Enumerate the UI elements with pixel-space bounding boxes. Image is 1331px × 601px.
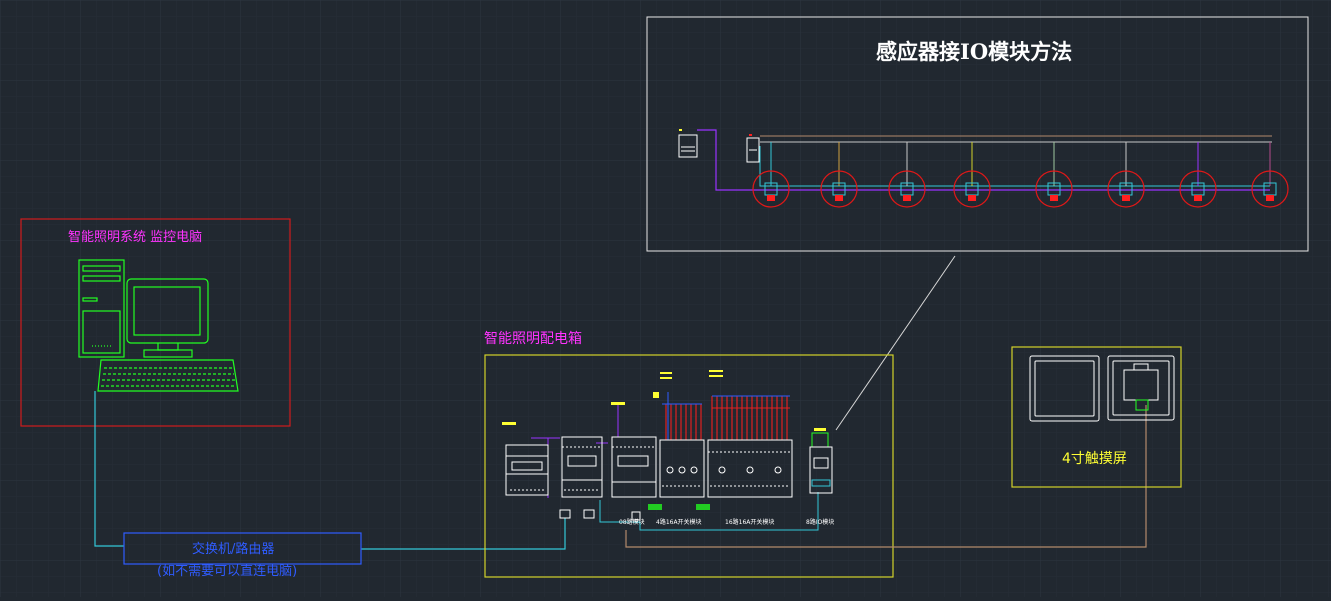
occupancy-sensor-icon: [1179, 142, 1217, 208]
sensor-panel-title: 感应器接IO模块方法: [876, 39, 1073, 64]
touch-panel-back-icon: [1107, 355, 1175, 421]
occupancy-sensor-icon: [1251, 142, 1289, 208]
occupancy-sensor-icon: [953, 142, 991, 208]
din-rail-module-icon-4: [648, 372, 705, 510]
switch-label: 交换机/路由器: [192, 542, 275, 557]
sensor-detail-panel: [646, 16, 1309, 431]
monitor-pc-frame: [20, 218, 291, 427]
din-rail-module-icon-2: [559, 436, 603, 519]
monitor-pc-label: 智能照明系统 监控电脑: [68, 230, 203, 245]
io-module-icon-2: [746, 134, 760, 163]
touch-screen-frame: [1011, 346, 1182, 488]
sensor-panel-frame: [646, 16, 1309, 252]
io-module-icon: [678, 129, 698, 158]
occupancy-sensor-icon: [752, 142, 790, 208]
switch-note: (如不需要可以直连电脑): [157, 564, 298, 579]
module-label-dimming: 08路模块: [619, 519, 645, 526]
touch-screen-label: 4寸触摸屏: [1062, 451, 1127, 467]
din-rail-module-icon-5: [696, 370, 793, 510]
touch-screen-group: [1011, 346, 1182, 488]
din-rail-module-icon-6: [809, 428, 833, 494]
distribution-box-group: [484, 354, 1147, 578]
occupancy-sensor-icon: [820, 142, 858, 208]
switch-router-box: [123, 532, 362, 565]
occupancy-sensor-icon: [888, 142, 926, 208]
occupancy-sensor-icon: [1035, 142, 1073, 208]
module-label-relay4: 4路16A开关模块: [656, 519, 702, 526]
din-rail-module-icon-3: [611, 402, 657, 521]
din-rail-module-icon: [502, 422, 549, 496]
occupancy-sensor-icon: [1107, 142, 1145, 208]
distribution-box-frame: [484, 354, 894, 578]
network-cabling: [94, 391, 566, 565]
sensor-row: [752, 142, 1289, 208]
distribution-box-label: 智能照明配电箱: [484, 331, 582, 347]
touch-panel-icon: [1029, 355, 1100, 422]
desktop-computer-icon: [78, 259, 239, 392]
module-label-io: 8路IO模块: [806, 519, 835, 526]
module-label-relay16: 16路16A开关模块: [725, 519, 775, 526]
monitor-pc-group: [20, 218, 291, 427]
callout-leader-line: [835, 255, 956, 431]
